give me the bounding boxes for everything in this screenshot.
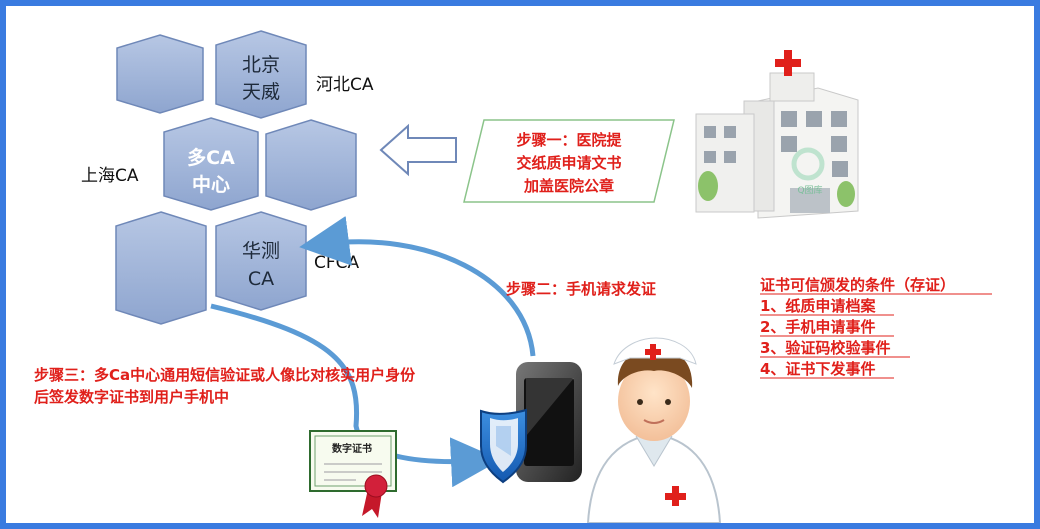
hexagon-right <box>265 119 357 211</box>
hex-label-multi-ca: 多CA <box>187 146 235 169</box>
hexagon-cluster <box>115 30 357 325</box>
hexagon-top-left <box>116 34 204 114</box>
hex-label-tianwei: 天威 <box>242 81 280 103</box>
step1-line1: 步骤一：医院提 <box>516 131 622 149</box>
step1-line3: 加盖医院公章 <box>523 177 614 195</box>
step3-line2: 后签发数字证书到用户手机中 <box>34 388 229 406</box>
condition-item-4: 4、证书下发事件 <box>760 360 875 378</box>
diagram-svg: 北京 天威 多CA 中心 华测 CA 河北CA 上海CA CFCA 步骤一：医院… <box>34 30 992 523</box>
hex-label-huace-ca: CA <box>248 268 274 290</box>
doctor-icon <box>586 337 722 523</box>
hospital-icon <box>695 50 859 219</box>
condition-item-3: 3、验证码校验事件 <box>760 339 890 357</box>
hexagon-multi-ca-center <box>163 117 259 211</box>
shield-icon <box>480 408 527 484</box>
step1-line2: 交纸质申请文书 <box>516 154 621 172</box>
condition-item-2: 2、手机申请事件 <box>760 318 875 336</box>
label-cfca: CFCA <box>314 253 360 273</box>
condition-item-1: 1、纸质申请档案 <box>760 297 876 315</box>
step3-arc-arrow <box>210 303 501 488</box>
step3-line1: 步骤三：多Ca中心通用短信验证或人像比对核实用户身份 <box>34 366 416 384</box>
conditions-title: 证书可信颁发的条件（存证） <box>760 276 955 294</box>
hexagon-beijing-tianwei <box>215 30 307 119</box>
certificate-icon <box>309 430 397 518</box>
step2-label: 步骤二：手机请求发证 <box>506 280 656 298</box>
hex-label-huace: 华测 <box>242 240 280 262</box>
smartphone-icon <box>516 362 582 482</box>
hollow-left-arrow <box>379 123 457 177</box>
diagram-canvas: 北京 天威 多CA 中心 华测 CA 河北CA 上海CA CFCA 步骤一：医院… <box>6 6 1034 523</box>
hex-label-center: 中心 <box>192 173 230 196</box>
step2-arc-arrow <box>299 216 536 357</box>
hexagon-bottom-left <box>115 211 207 325</box>
hospital-sign-text: Q图库 <box>797 184 822 196</box>
label-hebei-ca: 河北CA <box>316 75 374 95</box>
hex-label-beijing: 北京 <box>242 54 280 76</box>
certificate-text: 数字证书 <box>332 442 372 455</box>
step1-parallelogram <box>463 119 675 203</box>
label-shanghai-ca: 上海CA <box>81 166 139 186</box>
